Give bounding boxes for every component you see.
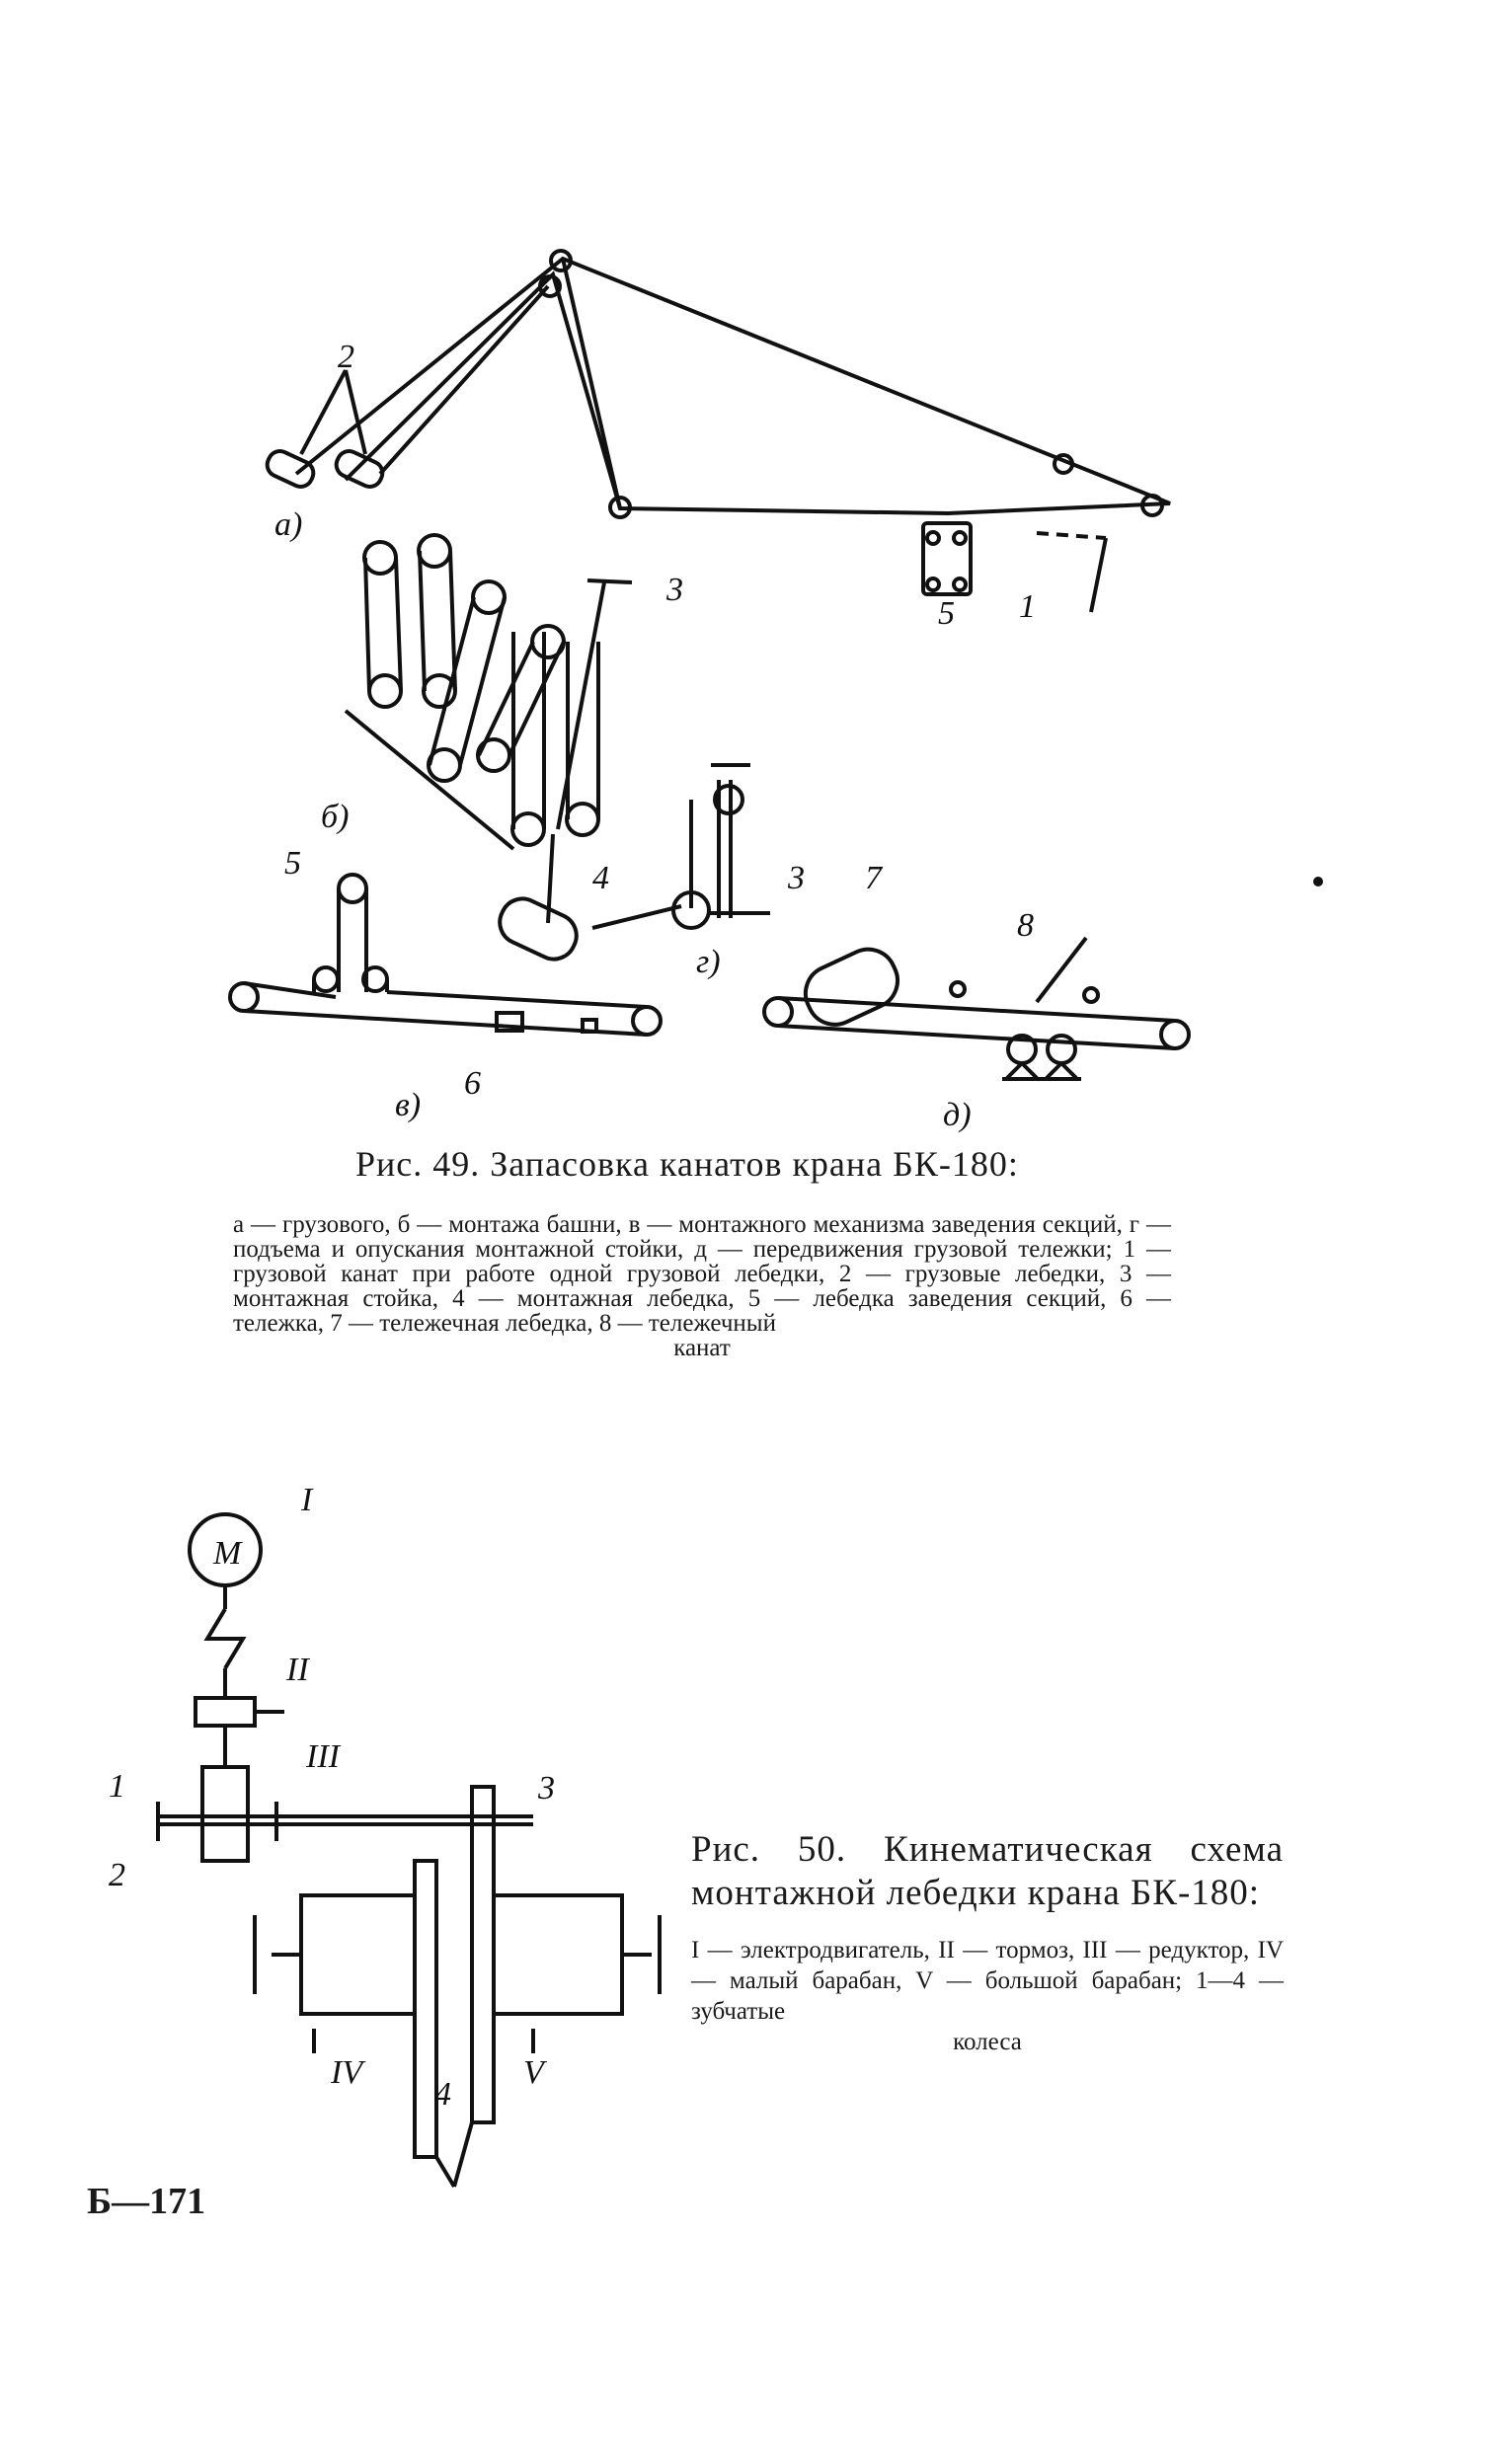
figure-50-caption-text: I — электродвигатель, II — тормоз, III —… bbox=[691, 1937, 1284, 2025]
label-gear-4: 4 bbox=[434, 2076, 451, 2113]
label-V: V bbox=[523, 2054, 548, 2091]
label-panel-d: д) bbox=[943, 1097, 972, 1133]
label-8: 8 bbox=[1017, 907, 1034, 944]
label-4: 4 bbox=[592, 860, 609, 896]
figure-50-caption-last: колеса bbox=[953, 2029, 1022, 2055]
label-III: III bbox=[305, 1738, 342, 1775]
figure-50-caption-title: Рис. 50. Кинематическая схема монтажной … bbox=[691, 1829, 1284, 1913]
label-panel-b: б) bbox=[321, 799, 349, 835]
label-panel-v: в) bbox=[395, 1087, 421, 1123]
figure-49-rope-reeving-diagram: а) 2 1 5 3 б) 5 4 3 г) 7 8 6 в) д) bbox=[228, 249, 1191, 1133]
label-2: 2 bbox=[338, 339, 354, 375]
label-IV: IV bbox=[330, 2054, 366, 2091]
label-5v: 5 bbox=[284, 845, 301, 882]
figure-50-kinematic-diagram: M I II III 1 2 3 IV 4 V bbox=[109, 1482, 662, 2189]
figure-49-caption-text: а — грузового, б — монтажа башни, в — мо… bbox=[233, 1211, 1171, 1337]
page-number: Б—171 bbox=[87, 2181, 206, 2222]
label-3a: 3 bbox=[665, 572, 683, 608]
label-I: I bbox=[300, 1482, 314, 1518]
figure-49-caption-title: Рис. 49. Запасовка канатов крана БК-180: bbox=[355, 1144, 1019, 1184]
label-7: 7 bbox=[865, 860, 884, 896]
label-panel-a: а) bbox=[274, 506, 302, 543]
label-5a: 5 bbox=[938, 595, 955, 632]
label-6: 6 bbox=[464, 1065, 481, 1102]
label-1: 1 bbox=[1019, 588, 1036, 625]
label-gear-3: 3 bbox=[537, 1770, 555, 1807]
motor-label: M bbox=[212, 1535, 243, 1572]
figure-50-caption-body: I — электродвигатель, II — тормоз, III —… bbox=[691, 1935, 1284, 2057]
figure-49-caption-body: а — грузового, б — монтажа башни, в — мо… bbox=[233, 1212, 1171, 1360]
label-3g: 3 bbox=[787, 860, 805, 896]
label-gear-2: 2 bbox=[109, 1857, 125, 1893]
ink-dot bbox=[1313, 877, 1323, 886]
figure-49-caption-last: канат bbox=[673, 1335, 731, 1361]
label-gear-1: 1 bbox=[109, 1768, 125, 1805]
label-panel-g: г) bbox=[696, 944, 721, 980]
label-II: II bbox=[285, 1652, 310, 1688]
